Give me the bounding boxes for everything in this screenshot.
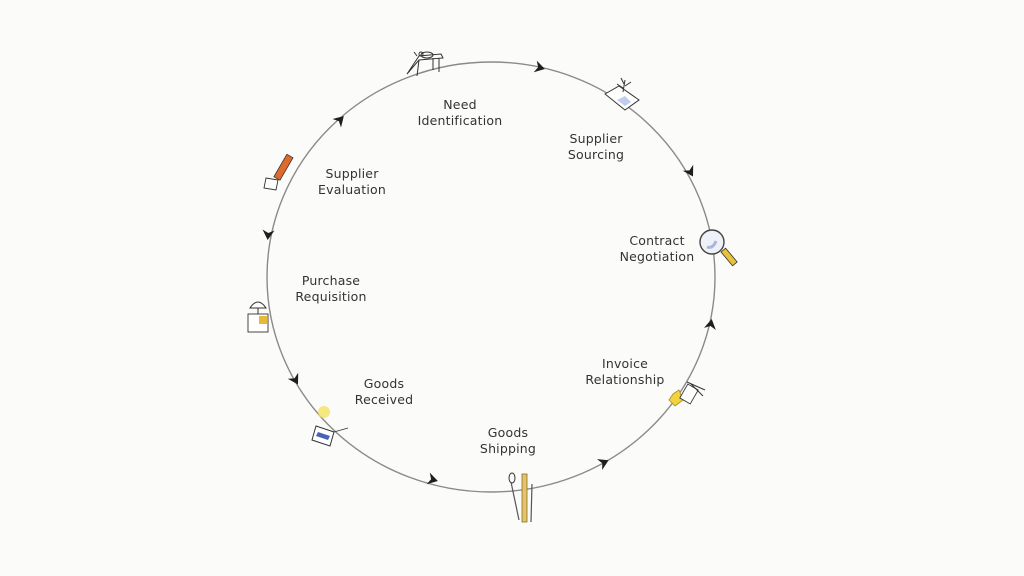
arrow-icon bbox=[533, 60, 545, 73]
pencil-icon bbox=[263, 153, 294, 191]
stage-label-shipping: Goods Shipping bbox=[480, 425, 536, 457]
cycle-line bbox=[266, 61, 716, 493]
arrow-icon bbox=[332, 116, 344, 128]
stage-label-line: Supplier bbox=[325, 166, 379, 181]
stage-label-line: Requisition bbox=[295, 289, 367, 304]
document-icon bbox=[604, 77, 640, 111]
stamp-icon bbox=[668, 381, 706, 407]
arrow-icon bbox=[287, 372, 299, 385]
stage-label-line: Sourcing bbox=[567, 147, 625, 162]
stage-label-requisition: Purchase Requisition bbox=[295, 273, 366, 305]
arrow-icon bbox=[682, 164, 694, 177]
stage-label-line: Invoice bbox=[601, 356, 649, 371]
stage-label-sourcing: Supplier Sourcing bbox=[568, 131, 624, 163]
arrow-icon bbox=[597, 459, 609, 470]
stage-label-line: Negotiation bbox=[619, 249, 695, 264]
stage-label-evaluation: Supplier Evaluation bbox=[318, 166, 386, 198]
pens-icon bbox=[508, 472, 533, 523]
stage-label-line: Supplier bbox=[569, 131, 623, 146]
person-icon bbox=[247, 301, 269, 333]
stage-label-received: Goods Received bbox=[355, 376, 413, 408]
arrow-icon bbox=[426, 472, 438, 485]
magnifier-icon bbox=[699, 229, 738, 267]
stage-label-line: Evaluation bbox=[318, 182, 386, 197]
arrow-icon bbox=[262, 229, 275, 240]
stage-label-relationship: Invoice Relationship bbox=[585, 356, 664, 388]
stage-label-line: Relationship bbox=[585, 372, 665, 387]
stage-label-line: Shipping bbox=[479, 441, 537, 456]
desk-icon bbox=[406, 51, 444, 77]
stage-label-line: Received bbox=[354, 392, 414, 407]
stage-label-negotiation: Contract Negotiation bbox=[620, 233, 695, 265]
stage-label-need: Need Identification bbox=[418, 97, 503, 129]
stage-label-line: Need bbox=[443, 97, 477, 112]
package-icon bbox=[311, 406, 349, 447]
stage-label-line: Goods bbox=[487, 425, 529, 440]
stage-label-line: Identification bbox=[417, 113, 503, 128]
stage-label-line: Goods bbox=[363, 376, 405, 391]
stage-label-line: Purchase bbox=[301, 273, 361, 288]
stage-label-line: Contract bbox=[629, 233, 685, 248]
arrow-icon bbox=[704, 319, 716, 330]
